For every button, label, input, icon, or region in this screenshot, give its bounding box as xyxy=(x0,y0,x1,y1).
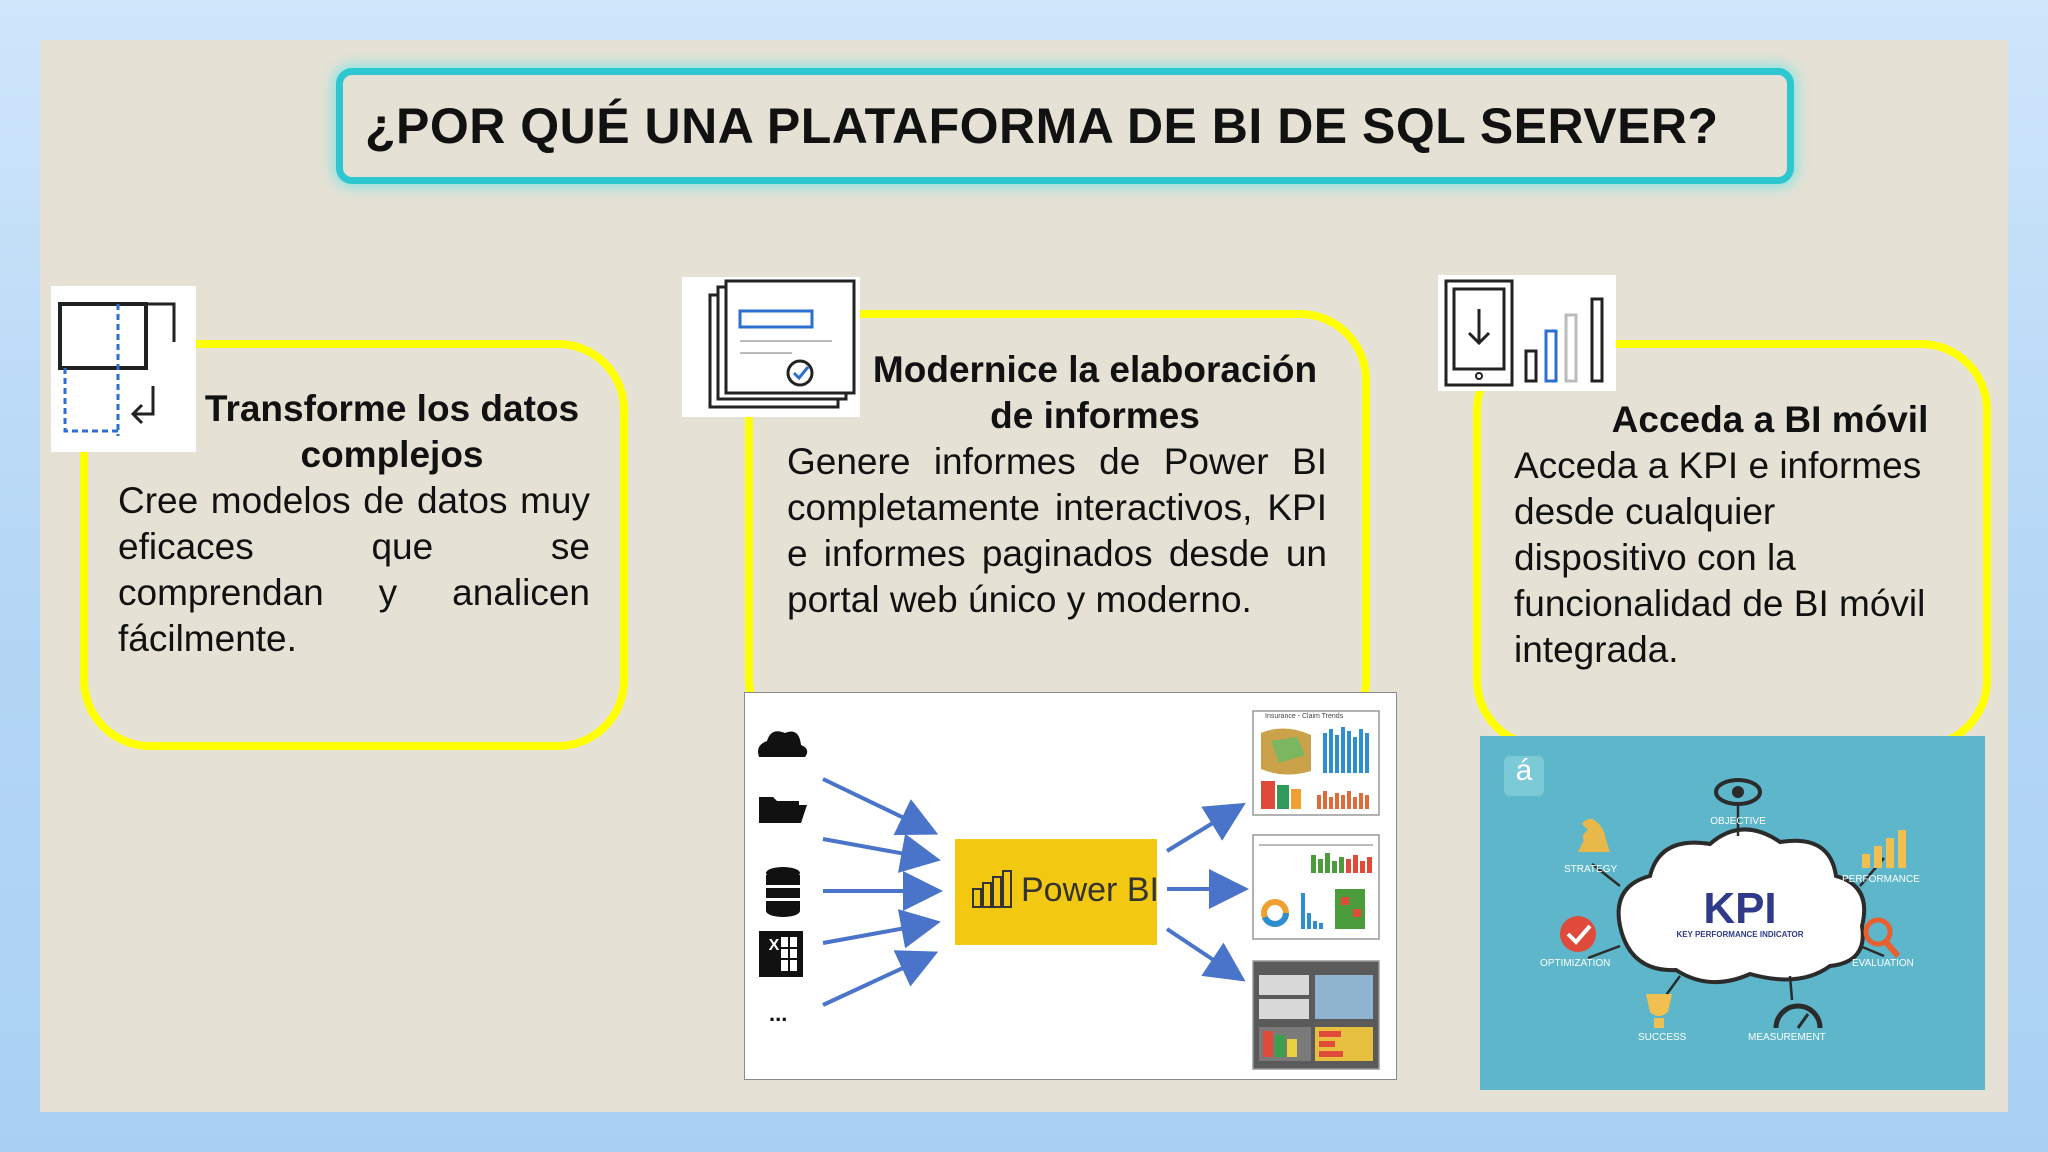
report-thumbnail-2 xyxy=(1252,834,1380,940)
powerbi-logo-icon xyxy=(972,870,1012,908)
kpi-subtitle: KEY PERFORMANCE INDICATOR xyxy=(1676,930,1804,939)
card-transform-heading-1: Transforme los datos xyxy=(204,388,580,429)
optimization-icon xyxy=(1560,916,1596,952)
kpi-label-objective: OBJECTIVE xyxy=(1710,816,1766,827)
kpi-label-evaluation: EVALUATION xyxy=(1852,958,1914,969)
kpi-label-measurement: MEASUREMENT xyxy=(1748,1032,1826,1043)
evaluation-icon xyxy=(1863,917,1901,958)
excel-label: X xyxy=(768,937,780,954)
corner-badge xyxy=(1504,756,1544,796)
powerbi-diagram: X ... Power BI Insurance - Claim Trends xyxy=(744,692,1397,1080)
kpi-label-strategy: STRATEGY xyxy=(1564,864,1618,875)
kpi-label-performance: PERFORMANCE xyxy=(1842,874,1920,885)
report-thumbnail-3 xyxy=(1252,960,1380,1070)
excel-icon xyxy=(749,925,813,981)
card-transform-heading-2: complejos xyxy=(300,434,484,475)
cloud-icon xyxy=(758,731,808,757)
card-reports-body: Genere informes de Power BI completament… xyxy=(787,441,1327,620)
measurement-icon xyxy=(1773,1003,1823,1029)
card-mobile-heading: Acceda a BI móvil xyxy=(1611,399,1929,440)
kpi-label-optimization: OPTIMIZATION xyxy=(1540,958,1611,969)
folder-icon xyxy=(759,797,807,823)
title-box: ¿POR QUÉ UNA PLATAFORMA DE BI DE SQL SER… xyxy=(336,68,1794,184)
strategy-icon xyxy=(1578,818,1610,852)
objective-icon xyxy=(1714,778,1762,806)
performance-icon xyxy=(1862,830,1906,868)
page-title: ¿POR QUÉ UNA PLATAFORMA DE BI DE SQL SER… xyxy=(365,98,1719,154)
card-reports-heading-2: de informes xyxy=(990,395,1200,436)
card-mobile-body: Acceda a KPI e informes desde cualquier … xyxy=(1514,445,1926,670)
cloud-shape xyxy=(1616,827,1867,985)
card-transform-body: Cree modelos de datos muy eficaces que s… xyxy=(118,480,590,659)
kpi-graphic: KPI KEY PERFORMANCE INDICATOR á OBJECTIV… xyxy=(1480,736,1985,1090)
kpi-corner-glyph: á xyxy=(1515,754,1533,787)
kpi-label-success: SUCCESS xyxy=(1638,1032,1687,1043)
report1-title: Insurance - Claim Trends xyxy=(1265,713,1344,720)
report-thumbnail-1 xyxy=(1252,710,1380,816)
more-sources-label: ... xyxy=(769,1001,788,1026)
card-reports-heading-1: Modernice la elaboración xyxy=(872,349,1318,390)
success-icon xyxy=(1646,994,1672,1028)
report-icon xyxy=(682,277,860,417)
powerbi-label: Power BI xyxy=(1021,871,1159,909)
kpi-center-text: KPI xyxy=(1703,884,1777,933)
mobile-bi-icon xyxy=(1438,275,1616,391)
database-icon xyxy=(766,867,800,917)
card-transform xyxy=(80,340,628,750)
data-model-icon xyxy=(51,286,196,452)
